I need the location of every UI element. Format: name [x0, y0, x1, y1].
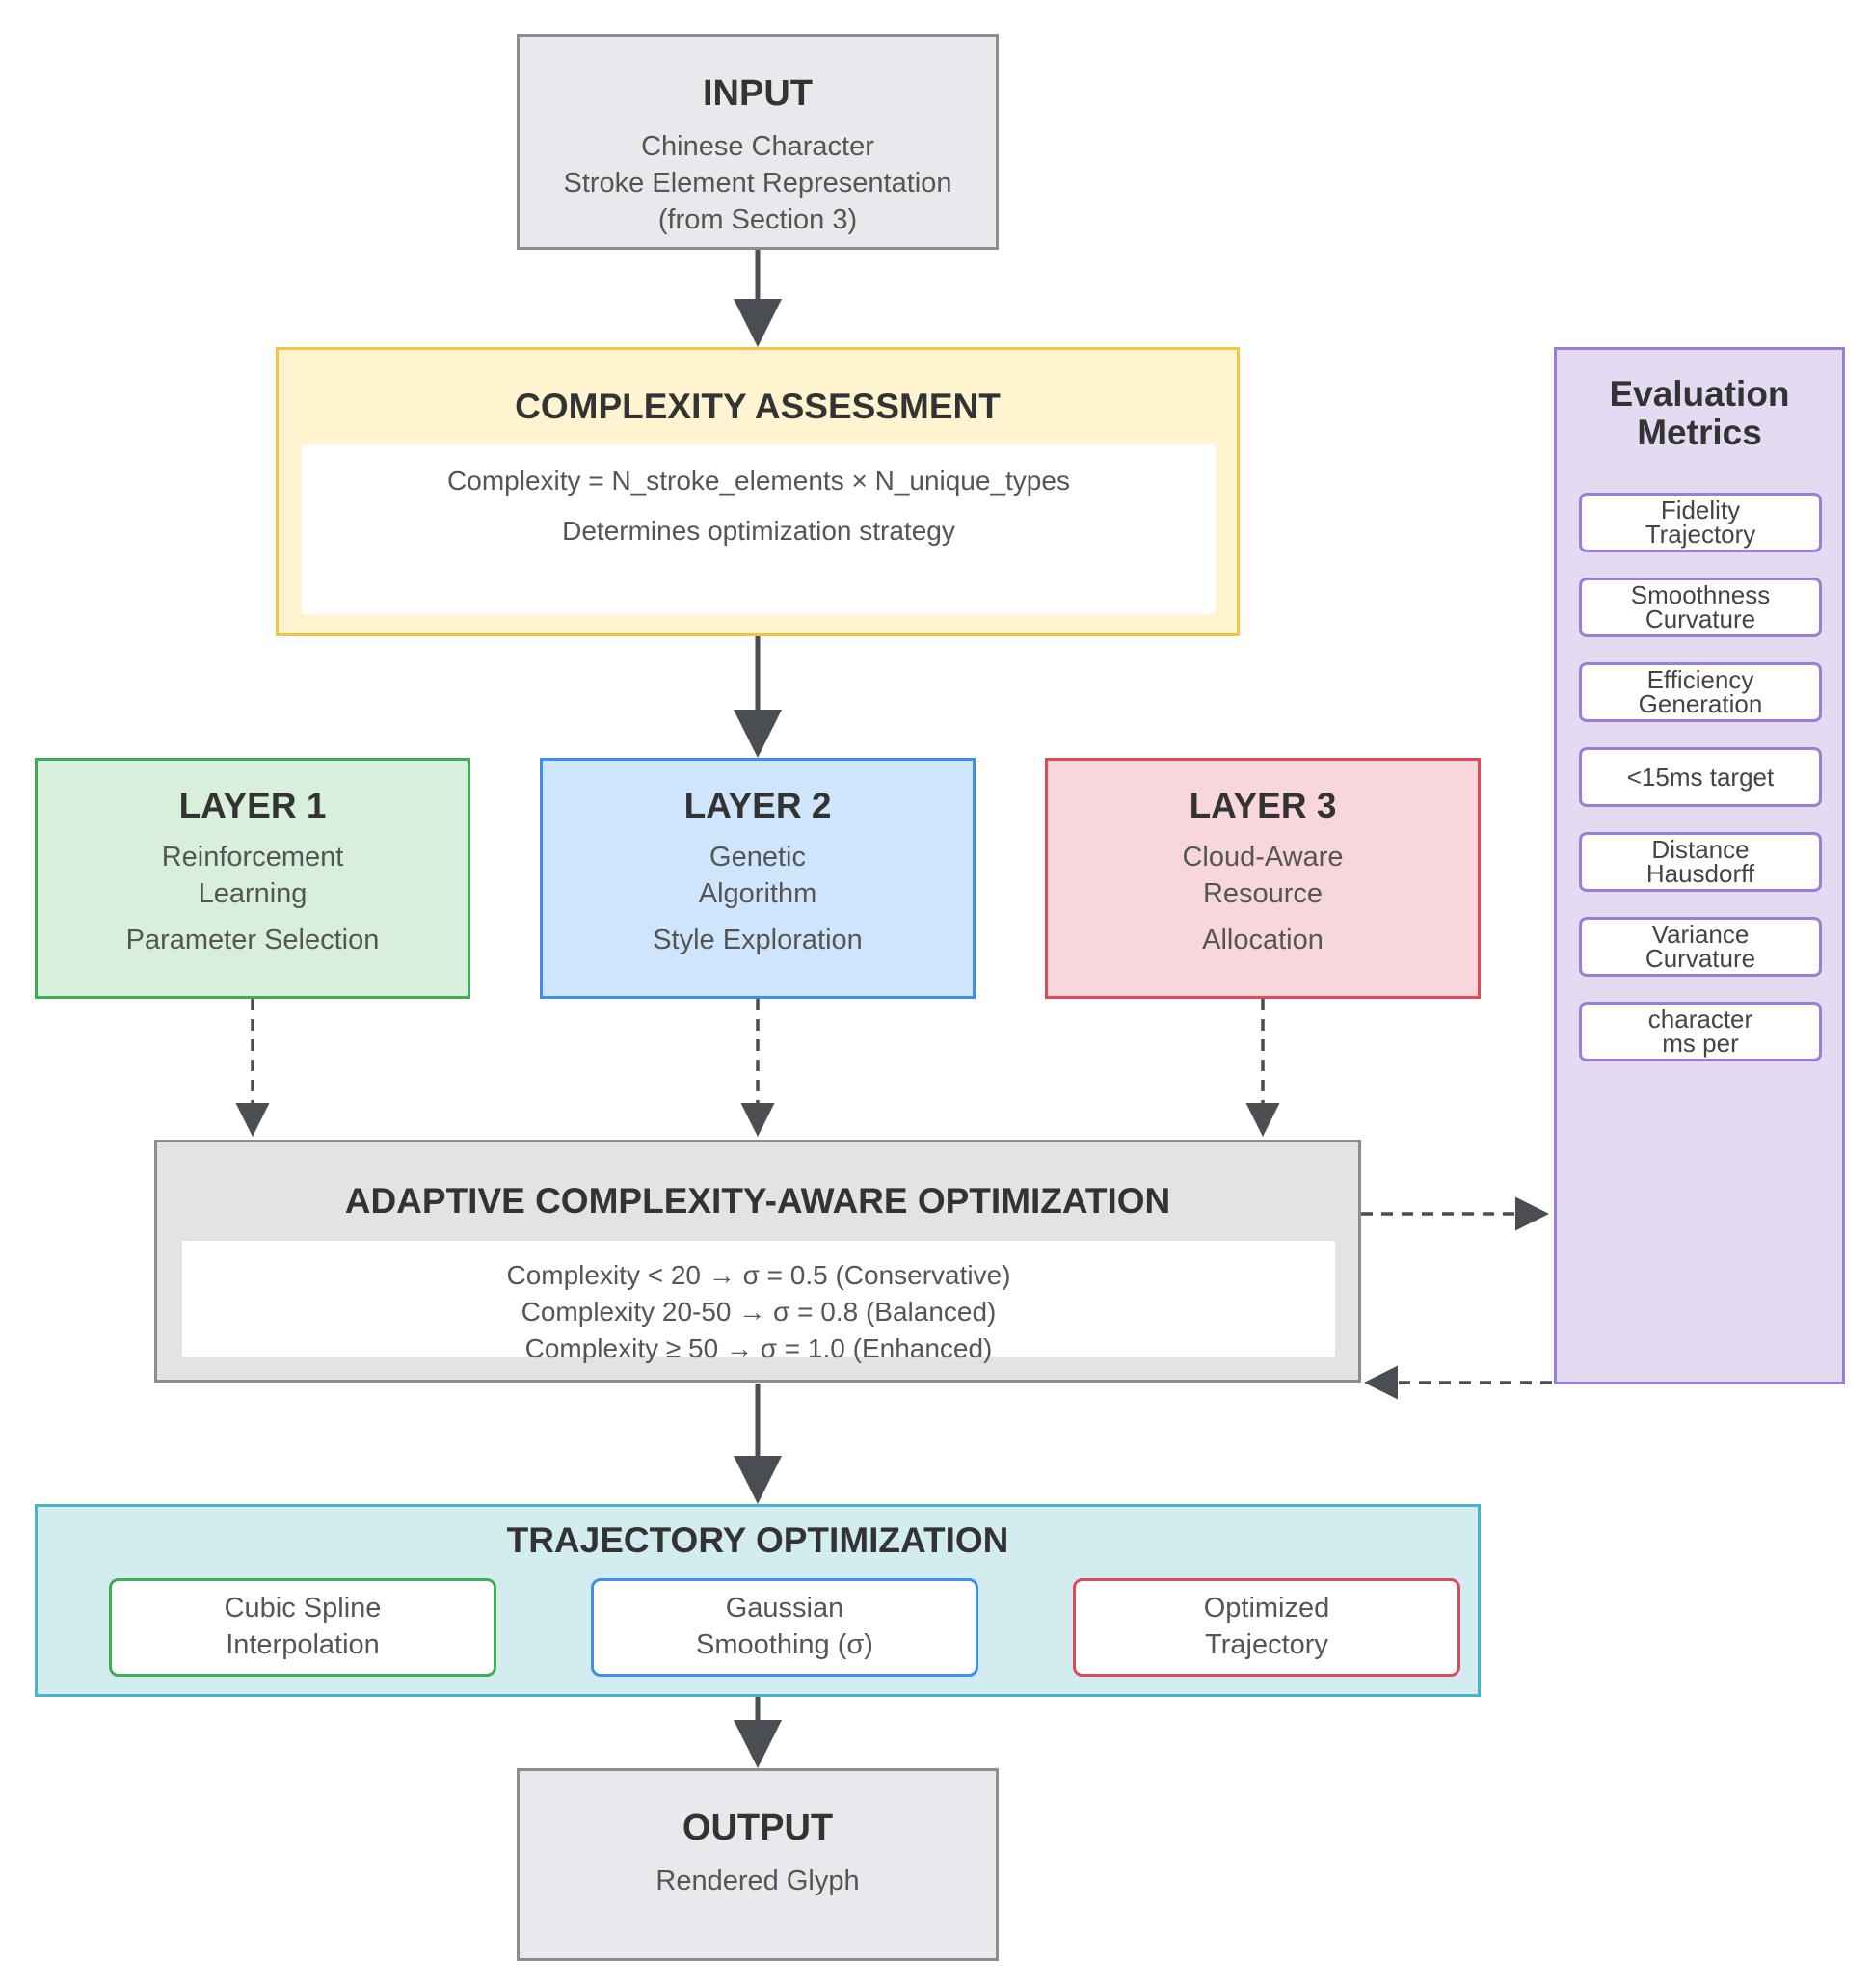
step-line-2: Trajectory [1205, 1629, 1328, 1660]
layer-2-box: LAYER 2 Genetic Algorithm Style Explorat… [540, 758, 976, 999]
metric-generation-efficiency: Efficiency Generation [1579, 662, 1822, 722]
step-gaussian-smoothing: Gaussian Smoothing (σ) [591, 1578, 978, 1677]
metrics-title: Evaluation Metrics [1557, 375, 1842, 452]
complexity-title: COMPLEXITY ASSESSMENT [515, 387, 1001, 426]
adaptive-rule-2: Complexity 20-50 → σ = 0.8 (Balanced) [521, 1297, 997, 1327]
metric-curvature-variance: Variance Curvature [1579, 917, 1822, 977]
metric-curvature-smoothness: Smoothness Curvature [1579, 578, 1822, 637]
metric-hausdorff-distance: Distance Hausdorff [1579, 832, 1822, 892]
adaptive-title: ADAPTIVE COMPLEXITY-AWARE OPTIMIZATION [344, 1181, 1171, 1221]
metric-line-2: Curvature [1645, 944, 1756, 973]
layer-3-title: LAYER 3 [1189, 786, 1337, 825]
layer-2-line-2: Algorithm [698, 878, 817, 909]
trajectory-title: TRAJECTORY OPTIMIZATION [506, 1520, 1009, 1560]
metric-line-1: Smoothness [1630, 580, 1771, 610]
metric-latency-target: <15ms target [1579, 747, 1822, 807]
input-line-3: (from Section 3) [657, 204, 858, 235]
metric-line-1: Efficiency [1646, 665, 1754, 695]
input-title: INPUT [703, 73, 813, 114]
evaluation-metrics-panel: Evaluation Metrics Fidelity Trajectory S… [1554, 347, 1845, 1384]
complexity-inner-panel: Complexity = N_stroke_elements × N_uniqu… [302, 444, 1216, 614]
input-description: Chinese Character Stroke Element Represe… [520, 128, 996, 238]
step-line-1: Cubic Spline [224, 1593, 382, 1625]
step-line-1: Gaussian [725, 1593, 844, 1625]
metric-line-1: Distance [1651, 835, 1750, 865]
adaptive-optimization-box: ADAPTIVE COMPLEXITY-AWARE OPTIMIZATION C… [154, 1140, 1361, 1383]
layer-2-line-3: Style Exploration [653, 925, 863, 955]
layer-3-box: LAYER 3 Cloud-Aware Resource Allocation [1045, 758, 1481, 999]
metric-line-1: <15ms target [1626, 762, 1775, 792]
step-optimized-trajectory: Optimized Trajectory [1073, 1578, 1460, 1677]
layer-3-line-1: Cloud-Aware [1182, 842, 1344, 873]
metric-line-1: character [1647, 1005, 1753, 1034]
metric-line-2: ms per [1662, 1029, 1739, 1058]
adaptive-rule-3: Complexity ≥ 50 → σ = 1.0 (Enhanced) [524, 1333, 993, 1363]
step-cubic-spline: Cubic Spline Interpolation [109, 1578, 496, 1677]
metric-line-2: Generation [1638, 689, 1763, 718]
adaptive-rule-1: Complexity < 20 → σ = 0.5 (Conservative) [506, 1260, 1011, 1290]
step-line-2: Smoothing (σ) [696, 1629, 873, 1660]
input-box: INPUT Chinese Character Stroke Element R… [517, 34, 999, 250]
metrics-title-line-1: Evaluation [1609, 374, 1790, 414]
layer-1-box: LAYER 1 Reinforcement Learning Parameter… [35, 758, 470, 999]
output-line-1: Rendered Glyph [655, 1866, 860, 1896]
complexity-assessment-box: COMPLEXITY ASSESSMENT Complexity = N_str… [276, 347, 1240, 636]
layer-2-title: LAYER 2 [683, 786, 832, 825]
step-line-2: Interpolation [226, 1629, 380, 1660]
metric-line-2: Curvature [1645, 604, 1756, 633]
layer-2-line-1: Genetic [709, 842, 806, 873]
adaptive-inner-panel: Complexity < 20 → σ = 0.5 (Conservative)… [182, 1241, 1335, 1363]
metric-line-2: Trajectory [1645, 520, 1756, 549]
metric-line-1: Variance [1651, 920, 1750, 950]
layer-3-line-3: Allocation [1202, 925, 1324, 955]
metric-line-1: Fidelity [1660, 496, 1741, 525]
layer-1-line-1: Reinforcement [161, 842, 344, 873]
input-line-1: Chinese Character [641, 131, 874, 162]
complexity-formula: Complexity = N_stroke_elements × N_uniqu… [447, 466, 1070, 496]
layer-1-title: LAYER 1 [178, 786, 327, 825]
step-line-1: Optimized [1203, 1593, 1330, 1625]
layer-3-line-2: Resource [1202, 878, 1324, 909]
complexity-note: Determines optimization strategy [562, 516, 955, 546]
layer-1-line-2: Learning [198, 878, 308, 909]
output-title: OUTPUT [682, 1808, 834, 1848]
trajectory-optimization-box: TRAJECTORY OPTIMIZATION Cubic Spline Int… [35, 1504, 1481, 1697]
layer-1-line-3: Parameter Selection [125, 925, 380, 955]
metric-line-2: Hausdorff [1645, 859, 1755, 888]
metrics-title-line-2: Metrics [1637, 413, 1762, 452]
metric-ms-per-character: character ms per [1579, 1002, 1822, 1061]
input-line-2: Stroke Element Representation [563, 168, 952, 199]
metric-trajectory-fidelity: Fidelity Trajectory [1579, 493, 1822, 552]
output-box: OUTPUT Rendered Glyph [517, 1768, 999, 1961]
